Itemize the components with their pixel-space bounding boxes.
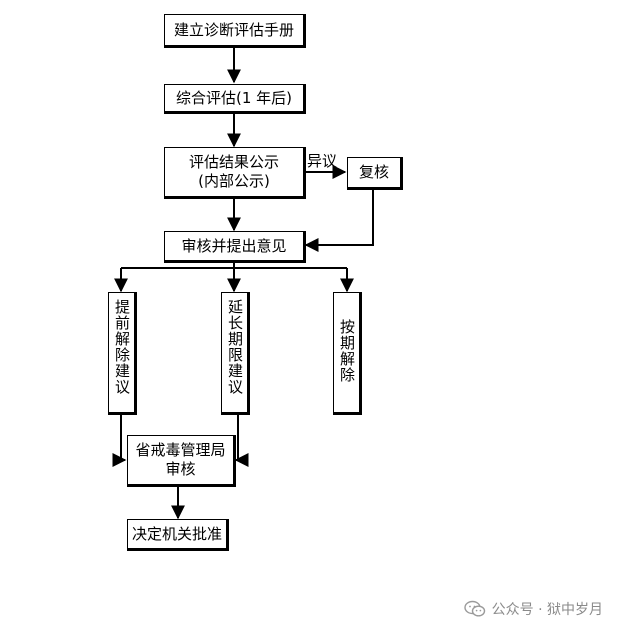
node-scheduled-release: 按期解除 bbox=[333, 292, 362, 415]
wechat-icon bbox=[463, 600, 486, 618]
node-review: 审核并提出意见 bbox=[164, 231, 306, 263]
node-result-publicity-line1: 评估结果公示 bbox=[188, 153, 279, 171]
watermark: 公众号 · 狱中岁月 bbox=[463, 599, 603, 619]
node-scheduled-release-label: 按期解除 bbox=[338, 319, 356, 383]
watermark-text: 公众号 · 狱中岁月 bbox=[491, 602, 603, 618]
node-comprehensive-eval: 综合评估(1 年后) bbox=[164, 84, 306, 114]
node-create-manual: 建立诊断评估手册 bbox=[164, 14, 306, 48]
node-early-release: 提前解除建议 bbox=[108, 292, 137, 415]
node-recheck-label: 复核 bbox=[358, 163, 389, 181]
node-provincial-review: 省戒毒管理局 审核 bbox=[127, 435, 236, 487]
edge-label-objection: 异议 bbox=[307, 152, 338, 170]
node-extend-period-label: 延长期限建议 bbox=[226, 299, 244, 395]
node-result-publicity-line2: (内部公示) bbox=[198, 172, 270, 190]
arrow-recheck-to-review bbox=[304, 188, 374, 252]
node-provincial-review-line2: 审核 bbox=[165, 460, 196, 478]
node-final-decision: 决定机关批准 bbox=[127, 519, 229, 551]
node-comprehensive-eval-label: 综合评估(1 年后) bbox=[175, 88, 293, 107]
arrow-extend-to-provincial bbox=[234, 413, 249, 467]
node-provincial-review-line1: 省戒毒管理局 bbox=[135, 441, 226, 459]
arrow-early-to-provincial bbox=[112, 413, 127, 467]
node-extend-period: 延长期限建议 bbox=[221, 292, 250, 415]
node-create-manual-label: 建立诊断评估手册 bbox=[173, 20, 294, 39]
node-review-label: 审核并提出意见 bbox=[181, 236, 287, 255]
node-result-publicity: 评估结果公示 (内部公示) bbox=[164, 147, 306, 199]
node-final-decision-label: 决定机关批准 bbox=[131, 524, 222, 543]
node-recheck: 复核 bbox=[347, 157, 403, 190]
node-early-release-label: 提前解除建议 bbox=[113, 299, 131, 395]
